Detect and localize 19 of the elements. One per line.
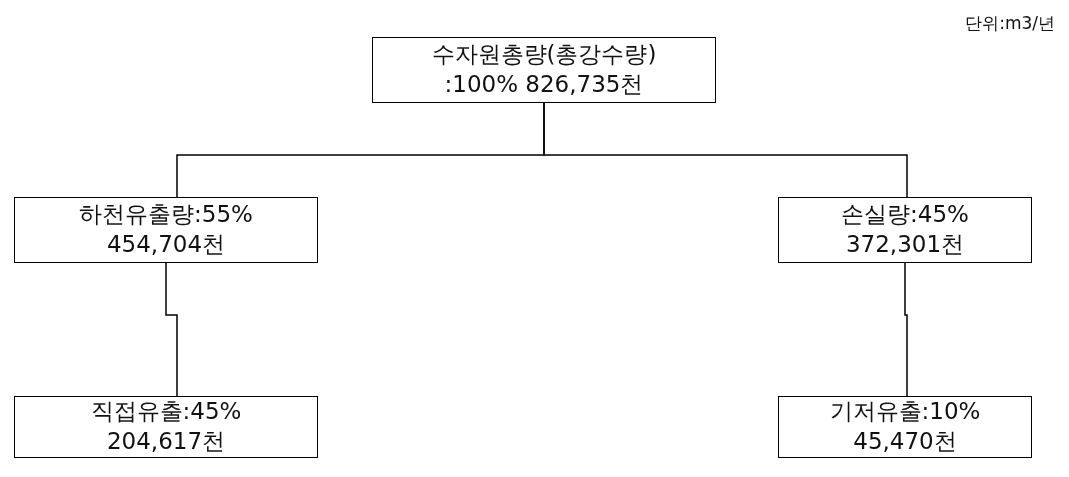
unit-note: 단위:m3/년: [965, 12, 1055, 35]
connector-line: [543, 102, 908, 198]
box-heading: 직접유출:45%: [90, 397, 242, 427]
process-box: [14, 396, 318, 458]
process-box: [372, 37, 716, 103]
connector-line: [165, 262, 178, 397]
process-box: [778, 197, 1032, 263]
process-box: [778, 396, 1032, 458]
connector-line: [904, 262, 908, 397]
box-value: 204,617천: [106, 427, 226, 456]
box-value: 454,704천: [106, 230, 226, 259]
box-value: 45,470천: [853, 427, 957, 456]
box-value: 372,301천: [845, 230, 965, 259]
box-heading: 하천유출량:55%: [79, 200, 253, 230]
box-heading: 기저유출:10%: [829, 397, 981, 427]
box-value: :100% 826,735천: [444, 70, 644, 99]
process-box: [14, 197, 318, 263]
box-heading: 수자원총량(총강수량): [431, 40, 657, 70]
box-heading: 손실량:45%: [841, 200, 969, 230]
